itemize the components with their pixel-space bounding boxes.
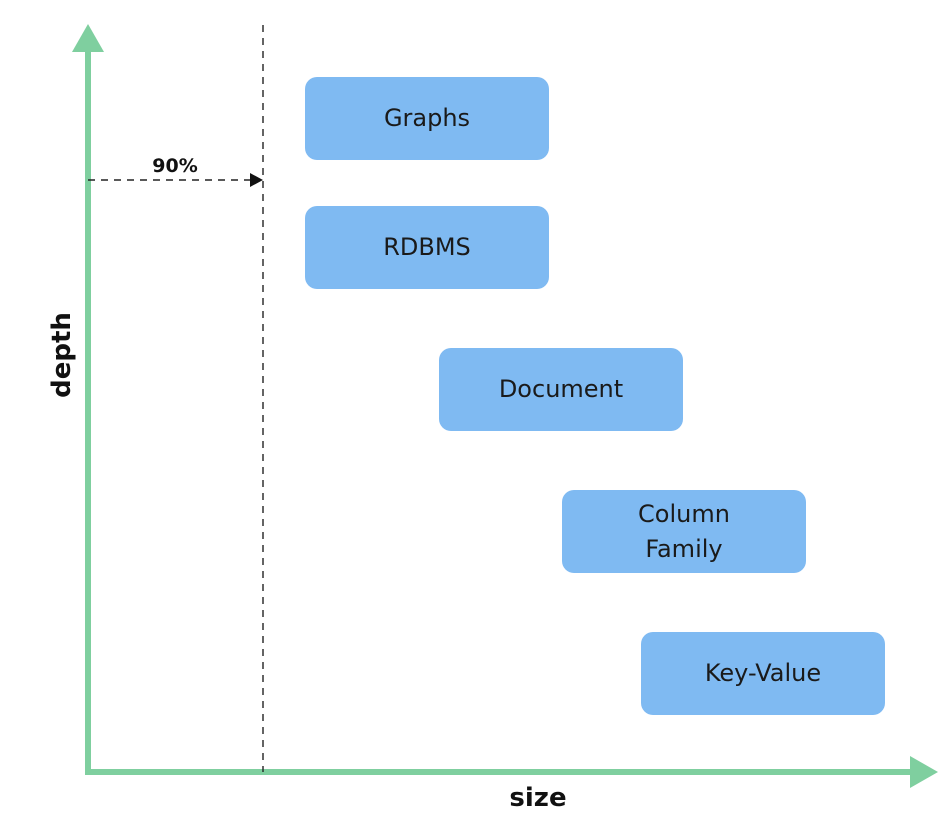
- box-rdbms: RDBMS: [305, 206, 549, 289]
- y-axis-label: depth: [47, 312, 77, 398]
- box-graphs: Graphs: [305, 77, 549, 160]
- x-axis-label: size: [509, 783, 567, 813]
- threshold-label: 90%: [152, 155, 198, 177]
- x-axis-arrowhead: [910, 756, 938, 788]
- threshold-arrowhead: [250, 173, 263, 187]
- box-column-family: Column Family: [562, 490, 806, 573]
- box-document: Document: [439, 348, 683, 431]
- y-axis-arrowhead: [72, 24, 104, 52]
- box-key-value: Key-Value: [641, 632, 885, 715]
